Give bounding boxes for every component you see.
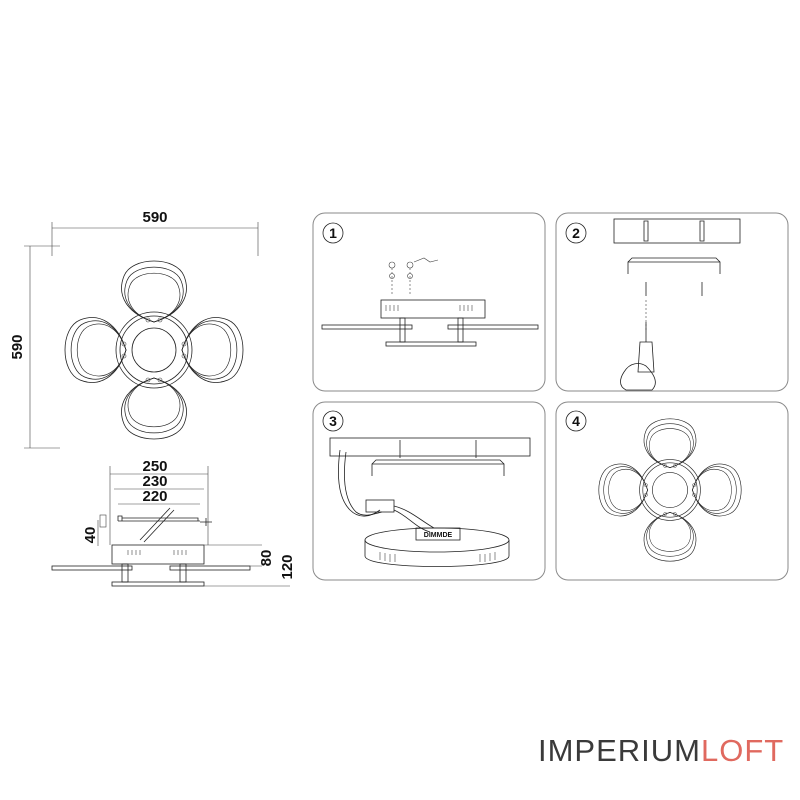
screw-anchor-icon [388,257,439,296]
step-3-panel: 3 DIMMDE [312,401,546,581]
step-3-number: 3 [329,413,337,429]
step-4-badge [565,410,587,432]
clover-top-view [65,261,243,439]
step-1-badge [322,222,344,244]
step-1-panel: 1 [312,212,546,392]
dimension-220-label: 220 [142,488,167,505]
step-1-number: 1 [329,225,337,241]
dimension-40-label: 40 [82,527,99,544]
step-3-badge [322,410,344,432]
screwdriver-icon [620,322,656,391]
dimension-120-label: 120 [279,554,296,579]
step-4-panel: 4 [555,401,789,581]
top-view-drawing: 590 590 [9,209,259,449]
step-2-badge [565,222,587,244]
hand-icon [620,363,656,391]
height-dimension-label: 590 [9,334,26,359]
driver-housing: DIMMDE [364,527,510,567]
brand-logo: IMPERIUMLOFT [538,733,783,769]
brand-name-part2: LOFT [701,733,785,768]
dimension-250-label: 250 [142,458,167,475]
ceiling-plate [613,218,741,244]
mounting-bracket [627,257,721,274]
dimension-80-label: 80 [258,550,275,567]
step-2-number: 2 [572,225,580,241]
ceiling-surface [329,437,531,457]
step-4-number: 4 [572,413,580,429]
width-dimension-label: 590 [142,209,167,226]
step-2-panel: 2 [555,212,789,392]
side-view-drawing: 250 230 220 40 80 120 [51,458,296,587]
brand-name-part1: IMPERIUM [538,733,701,768]
dimension-230-label: 230 [142,473,167,490]
driver-label: DIMMDE [424,532,453,539]
